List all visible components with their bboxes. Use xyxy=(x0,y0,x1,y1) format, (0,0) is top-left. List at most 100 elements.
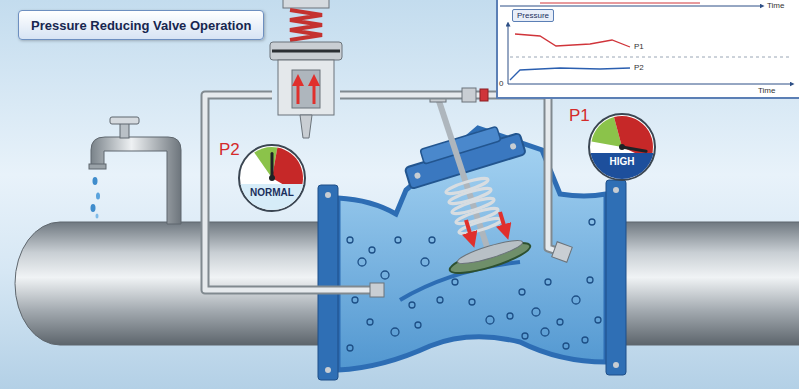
title-text: Pressure Reducing Valve Operation xyxy=(31,18,251,33)
water-bubbles xyxy=(437,297,443,303)
gauge-dial xyxy=(238,144,306,212)
water-bubbles xyxy=(522,333,528,339)
tube-fitting xyxy=(552,242,573,263)
sensing-tube xyxy=(205,95,560,290)
water-bubbles xyxy=(519,289,525,295)
valve-disc xyxy=(447,236,533,279)
sensing-tube xyxy=(205,95,372,290)
valve-disc xyxy=(456,236,525,267)
pilot-valve xyxy=(270,0,342,138)
water-bubbles xyxy=(595,317,601,323)
valve-disc xyxy=(447,237,533,279)
water-bubbles xyxy=(347,219,601,351)
flow-arrow xyxy=(500,212,506,232)
valve-bonnet xyxy=(414,172,421,179)
gauge-needle xyxy=(271,154,274,178)
chart-label: Time xyxy=(767,1,784,10)
gauge-dial xyxy=(588,113,656,181)
water-drops xyxy=(96,193,100,200)
chart-panel xyxy=(500,6,762,7)
valve-flange xyxy=(318,185,338,380)
valve-body xyxy=(338,128,606,370)
water-bubbles xyxy=(557,319,563,325)
water-drops xyxy=(93,177,98,185)
pilot-valve xyxy=(272,50,340,53)
pressure-gauge: P1HIGH xyxy=(588,113,656,181)
water-bubbles xyxy=(415,322,421,328)
flow-arrow xyxy=(313,80,316,104)
chart-label: Time xyxy=(758,86,775,95)
valve-flange xyxy=(325,367,331,373)
water-drops xyxy=(91,204,96,212)
valve-body xyxy=(338,128,606,370)
tube-fitting xyxy=(480,89,488,101)
valve-flange xyxy=(613,362,619,368)
water-drops xyxy=(91,177,101,219)
pilot-valve xyxy=(290,10,322,40)
sensing-tube xyxy=(205,95,372,290)
pipe-left xyxy=(15,222,330,345)
gauge-heading: P1 xyxy=(569,107,590,125)
gauge-face xyxy=(589,114,655,180)
gauge-band xyxy=(591,153,654,179)
water-drops xyxy=(96,214,99,219)
valve-stem xyxy=(438,98,492,262)
chart-axis xyxy=(508,24,509,84)
title-banner: Pressure Reducing Valve Operation xyxy=(18,10,264,40)
pressure-curve xyxy=(510,34,630,80)
faucet xyxy=(120,123,129,138)
flow-arrow xyxy=(466,220,472,240)
water-bubbles xyxy=(572,296,580,304)
flow-arrow xyxy=(297,80,300,104)
valve-flange xyxy=(325,192,331,198)
faucet xyxy=(91,137,181,224)
water-bubbles xyxy=(358,258,366,266)
gauge-dial xyxy=(239,145,305,211)
water-bubbles xyxy=(587,277,593,283)
water-bubbles xyxy=(391,328,399,336)
chart-label: 0 xyxy=(499,79,503,88)
chart-axis xyxy=(508,24,792,84)
chart-axis xyxy=(508,84,792,85)
water-bubbles xyxy=(352,297,358,303)
gauge-needle xyxy=(622,147,646,151)
flow-arrow xyxy=(298,80,314,104)
pipe-right xyxy=(615,222,799,345)
gauge-band xyxy=(241,184,304,210)
water-bubbles xyxy=(429,237,435,243)
gauge-hub xyxy=(619,144,625,150)
gauge-reading: NORMAL xyxy=(250,187,294,199)
chart-panel xyxy=(497,0,799,98)
pipe-left xyxy=(15,222,330,345)
chart-label: Pressure xyxy=(517,11,549,20)
water-bubbles xyxy=(469,299,475,305)
water-bubbles xyxy=(421,258,429,266)
chart-label: P1 xyxy=(634,42,644,51)
pipe-right xyxy=(615,222,799,345)
valve-flange xyxy=(606,180,626,375)
gauge-hub xyxy=(269,175,275,181)
water-bubbles xyxy=(541,328,549,336)
valve-bonnet xyxy=(509,143,516,150)
water-bubbles xyxy=(507,313,513,319)
valve-spring xyxy=(445,176,502,237)
water-bubbles xyxy=(582,337,588,343)
water-bubbles xyxy=(452,279,458,285)
pilot-valve xyxy=(270,42,342,60)
sensing-tube xyxy=(340,95,560,252)
water-bubbles xyxy=(395,237,401,243)
pressure-curve xyxy=(510,68,630,80)
chart-label: P2 xyxy=(634,63,644,72)
water-bubbles xyxy=(347,237,353,243)
faucet xyxy=(110,117,139,124)
valve-flange xyxy=(318,180,626,380)
water-bubbles xyxy=(532,308,540,316)
water-bubbles xyxy=(589,219,595,225)
water-bubbles xyxy=(381,271,389,279)
water-bubbles xyxy=(545,279,551,285)
chart-panel xyxy=(497,0,799,98)
water-bubbles xyxy=(367,319,373,325)
